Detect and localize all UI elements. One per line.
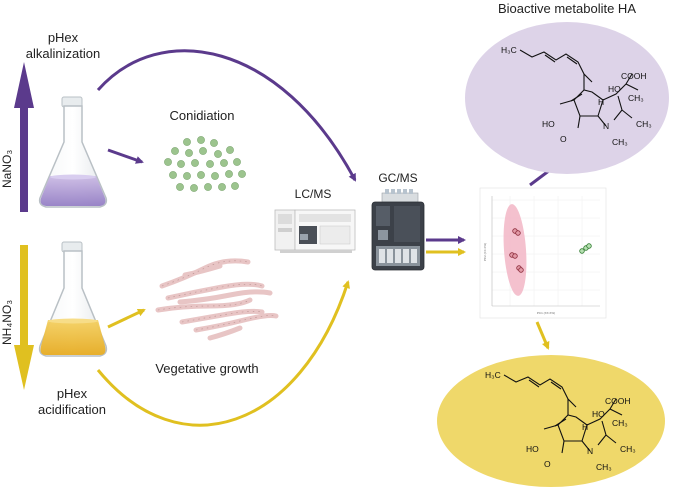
svg-text:COOH: COOH <box>605 396 631 406</box>
pca-points-red <box>509 228 524 273</box>
hyphae-cluster <box>155 258 279 341</box>
molecule-ellipse-yellow <box>437 355 665 487</box>
pca-axis-x: PC1 (XX.X%) <box>537 311 555 315</box>
nano3-label: NaNO₃ <box>0 150 14 188</box>
lcms-label: LC/MS <box>295 187 332 201</box>
svg-text:CH₃: CH₃ <box>612 418 628 428</box>
nh4no3-label: NH₄NO₃ <box>0 300 14 345</box>
gcms-label: GC/MS <box>378 171 417 185</box>
svg-text:HO: HO <box>608 84 621 94</box>
svg-text:H₃C: H₃C <box>485 370 501 380</box>
acidification-bottom-label: acidification <box>38 402 106 417</box>
bioactive-title: Bioactive metabolite HA <box>498 1 636 16</box>
molecule-ellipse-purple <box>465 22 669 174</box>
svg-text:H: H <box>598 97 604 107</box>
svg-text:CH₃: CH₃ <box>636 119 652 129</box>
curve-arrow-yellow <box>96 280 350 427</box>
svg-text:N: N <box>587 446 593 456</box>
svg-text:HO: HO <box>542 119 555 129</box>
svg-text:CH₃: CH₃ <box>596 462 612 472</box>
nh4no3-arrow <box>14 245 34 390</box>
conidia-cluster <box>164 136 246 192</box>
svg-text:O: O <box>544 459 551 469</box>
alkalinization-top-label: pHex <box>48 30 79 45</box>
svg-text:CH₃: CH₃ <box>620 444 636 454</box>
pca-axis-y: PC2 (XX.X%) <box>483 243 487 261</box>
pca-plot: PC1 (XX.X%) PC2 (XX.X%) <box>479 187 607 319</box>
svg-text:COOH: COOH <box>621 71 647 81</box>
arrow-to-hyphae <box>107 308 146 329</box>
pca-points-green <box>579 243 592 254</box>
hyphae-septa <box>157 260 277 331</box>
flask-nh4no3 <box>38 241 108 357</box>
svg-text:HO: HO <box>592 409 605 419</box>
arrow-to-yellow-ellipse <box>535 321 550 350</box>
molecule-bottom: H₃C HO COOH H HO O N CH₃ CH₃ CH₃ <box>485 370 636 472</box>
conidiation-label: Conidiation <box>169 108 234 123</box>
pca-ellipse-red <box>503 204 527 296</box>
curve-arrow-purple <box>96 49 357 182</box>
flask-nano3 <box>38 96 108 208</box>
acidification-top-label: pHex <box>57 386 88 401</box>
svg-text:HO: HO <box>526 444 539 454</box>
svg-text:H: H <box>582 422 588 432</box>
alkalinization-bottom-label: alkalinization <box>26 46 100 61</box>
vegetative-label: Vegetative growth <box>155 361 258 376</box>
molecule-top: H₃C HO COOH H HO O N CH₃ CH₃ CH₃ <box>501 45 652 147</box>
svg-text:H₃C: H₃C <box>501 45 517 55</box>
arrow-to-conidia <box>107 148 144 164</box>
svg-text:N: N <box>603 121 609 131</box>
gcms-instrument <box>371 189 425 271</box>
svg-text:CH₃: CH₃ <box>612 137 628 147</box>
nano3-arrow <box>14 62 34 212</box>
svg-text:O: O <box>560 134 567 144</box>
svg-text:CH₃: CH₃ <box>628 93 644 103</box>
lcms-instrument <box>274 209 356 253</box>
